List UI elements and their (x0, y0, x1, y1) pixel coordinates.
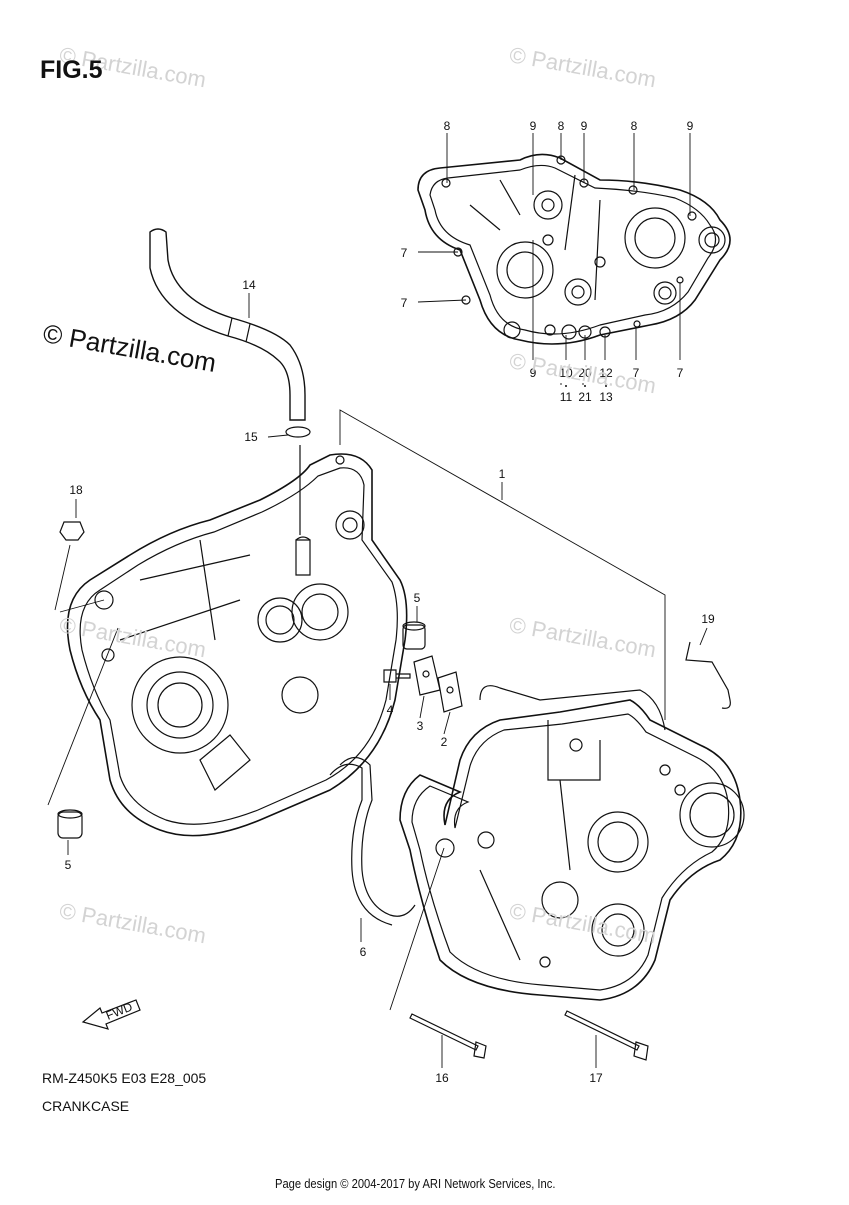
callout-2: 2 (441, 735, 448, 749)
callout-8: 8 (558, 119, 565, 133)
callout-13: 13 (599, 390, 613, 404)
clamp-part-15 (285, 426, 311, 438)
callout-5: 5 (65, 858, 72, 872)
small-parts (57, 521, 731, 1061)
figure-title: FIG.5 (40, 56, 103, 84)
callout-16: 16 (435, 1071, 449, 1085)
fwd-arrow-icon: FWD (81, 999, 141, 1030)
model-code: RM-Z450K5 E03 E28_005 (42, 1070, 207, 1086)
crankcase-right-half (399, 699, 745, 1001)
callout-9: 9 (581, 119, 588, 133)
callout-17: 17 (589, 1071, 603, 1085)
callout-20: 20 (578, 366, 592, 380)
callout-11: 11 (560, 390, 573, 404)
callout-1: 1 (499, 467, 506, 481)
callout-7: 7 (677, 366, 684, 380)
callout-5: 5 (414, 591, 421, 605)
crankcase-left-half (66, 445, 408, 837)
callout-labels: 8 9 8 9 8 9 7 7 9 10 20 12 7 7 11 21 13 … (65, 119, 715, 1085)
callout-18: 18 (69, 483, 83, 497)
callout-6: 6 (360, 945, 367, 959)
callout-14: 14 (242, 278, 256, 292)
callout-9: 9 (530, 366, 537, 380)
callout-7: 7 (633, 366, 640, 380)
gasket-part-6 (329, 685, 666, 926)
diagram-name: CRANKCASE (42, 1098, 130, 1114)
callout-7: 7 (401, 296, 408, 310)
callout-3: 3 (417, 719, 424, 733)
callout-10: 10 (559, 366, 573, 380)
copyright-footer: Page design © 2004-2017 by ARI Network S… (275, 1176, 556, 1191)
callout-4: 4 (387, 703, 394, 717)
callout-15: 15 (244, 430, 258, 444)
breather-hose-part-14 (149, 228, 306, 421)
callout-8: 8 (444, 119, 451, 133)
callout-12: 12 (599, 366, 613, 380)
case-inner-view (417, 153, 731, 345)
leader-lines (47, 133, 708, 1068)
callout-21: 21 (578, 390, 592, 404)
callout-9: 9 (687, 119, 694, 133)
fwd-label: FWD (104, 999, 135, 1022)
callout-7: 7 (401, 246, 408, 260)
callout-19: 19 (701, 612, 715, 626)
callout-8: 8 (631, 119, 638, 133)
callout-9: 9 (530, 119, 537, 133)
